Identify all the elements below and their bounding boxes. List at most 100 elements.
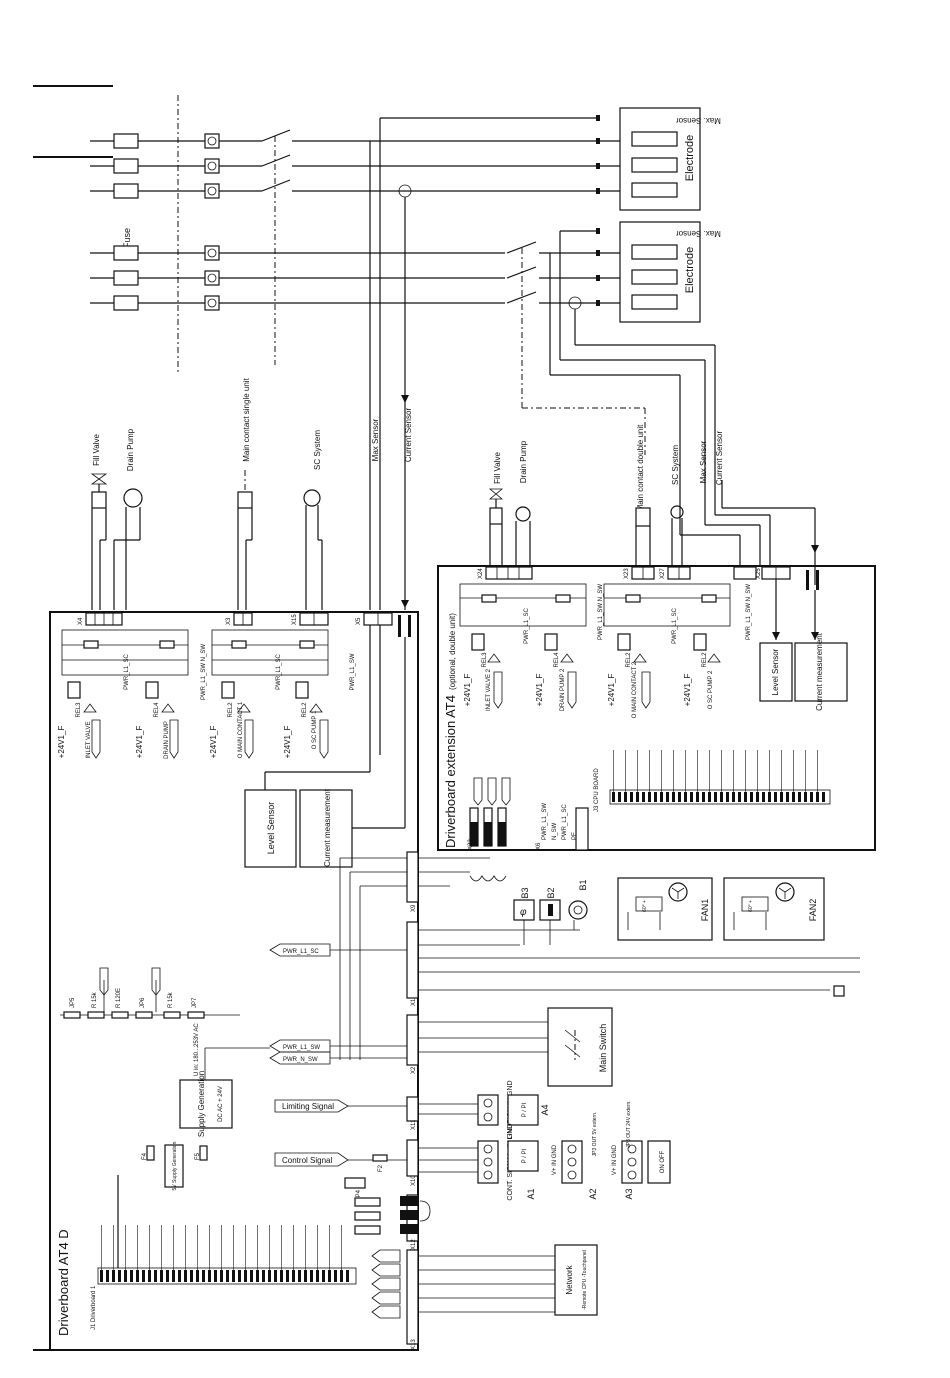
header-pin bbox=[262, 1270, 265, 1282]
header-pin bbox=[672, 792, 675, 802]
header-pin bbox=[112, 1270, 115, 1282]
ext-board-connectors: X24 X23 X27 X25 bbox=[478, 566, 819, 590]
header-pin bbox=[810, 792, 813, 802]
header-pin bbox=[286, 1270, 289, 1282]
svg-text:SC System: SC System bbox=[671, 445, 680, 485]
header-pin bbox=[714, 792, 717, 802]
svg-text:5V Supply Generation: 5V Supply Generation bbox=[172, 1141, 178, 1190]
header-pin bbox=[298, 1270, 301, 1282]
power-lines-group-1 bbox=[90, 95, 620, 610]
header-pin bbox=[798, 792, 801, 802]
header-pin bbox=[292, 1270, 295, 1282]
svg-text:A3: A3 bbox=[624, 1188, 634, 1199]
header-pin bbox=[648, 792, 651, 802]
header-pin bbox=[238, 1270, 241, 1282]
svg-text:(optional, double unit): (optional, double unit) bbox=[448, 613, 457, 690]
header-pin bbox=[160, 1270, 163, 1282]
header-pin bbox=[726, 792, 729, 802]
svg-text:REL4: REL4 bbox=[154, 702, 160, 718]
ext-board-cpu-header: J3 CPU BOARD PWR_L1_SW N_SW PWR_L1_SC PE… bbox=[468, 750, 831, 851]
svg-text:+24V1_F: +24V1_F bbox=[135, 726, 144, 759]
svg-text:PWR_L1_SC: PWR_L1_SC bbox=[562, 804, 568, 840]
header-pin bbox=[708, 792, 711, 802]
header-pin bbox=[666, 792, 669, 802]
main-board-relays: +24V1_F REL3 INLET VALVE +24V1_F REL4 DR… bbox=[57, 629, 356, 759]
header-pin bbox=[250, 1270, 253, 1282]
svg-text:JP4: JP4 bbox=[356, 1189, 362, 1200]
fill-valve-label: Fill Valve bbox=[92, 434, 101, 466]
signal-modules: LIM. SIGN IN GND P / PI A4 CONT. SIGN V+… bbox=[477, 1080, 671, 1201]
header-pin bbox=[696, 792, 699, 802]
svg-text:PWR_L1_SW: PWR_L1_SW bbox=[350, 653, 356, 690]
svg-text:INLET VALVE: INLET VALVE bbox=[86, 721, 92, 758]
main-board-outline bbox=[49, 611, 419, 1351]
header-pin bbox=[612, 792, 615, 802]
network-box: Network -Remote CPU -Touchpanel bbox=[554, 1244, 598, 1316]
control-signal: Control Signal bbox=[282, 1156, 332, 1165]
electrode-title-1: Electrode bbox=[684, 135, 696, 181]
fan-2: FAN2 60° + bbox=[723, 877, 825, 941]
header-pin bbox=[340, 1270, 343, 1282]
header-pin bbox=[678, 792, 681, 802]
header-pin bbox=[654, 792, 657, 802]
current-measurement-main: Current measurement bbox=[323, 788, 332, 867]
header-pin bbox=[774, 792, 777, 802]
svg-text:X15: X15 bbox=[292, 614, 298, 625]
svg-text:F4: F4 bbox=[142, 1152, 148, 1160]
svg-text:DRAIN PUMP 2: DRAIN PUMP 2 bbox=[560, 668, 566, 711]
svg-text:JP3 OUT 24V extern.: JP3 OUT 24V extern. bbox=[626, 1100, 632, 1147]
main-switch: Main Switch bbox=[547, 985, 845, 1087]
svg-text:60° +: 60° + bbox=[748, 900, 754, 912]
svg-text:PWR_L1_SC: PWR_L1_SC bbox=[283, 949, 319, 955]
header-pin bbox=[130, 1270, 133, 1282]
svg-text:A1: A1 bbox=[526, 1188, 536, 1199]
svg-text:ON OFF: ON OFF bbox=[660, 1150, 666, 1173]
header-pin bbox=[280, 1270, 283, 1282]
main-board-feed-labels: Fill Valve Drain Pump Main contact singl… bbox=[92, 377, 413, 471]
header-pin bbox=[124, 1270, 127, 1282]
header-pin bbox=[720, 792, 723, 802]
svg-text:X22: X22 bbox=[468, 839, 474, 850]
svg-text:B3: B3 bbox=[520, 887, 530, 898]
ext-board-outline bbox=[437, 565, 876, 851]
header-pin bbox=[618, 792, 621, 802]
x12-connectors bbox=[400, 1196, 431, 1234]
header-pin bbox=[190, 1270, 193, 1282]
svg-text:A4: A4 bbox=[540, 1104, 550, 1115]
power-lines-group-2: Fuse bbox=[90, 228, 716, 525]
header-pin bbox=[684, 792, 687, 802]
max-sensor-label-1: Max. Sensor bbox=[676, 116, 721, 125]
header-pin bbox=[816, 792, 819, 802]
svg-text:B2: B2 bbox=[546, 887, 556, 898]
header-pin bbox=[202, 1270, 205, 1282]
header-pin bbox=[636, 792, 639, 802]
svg-text:REL2: REL2 bbox=[302, 702, 308, 718]
sensor-components: φ B3 B2 B1 bbox=[469, 875, 588, 945]
ext-board-measurement: Level Sensor Current measurement bbox=[759, 579, 848, 711]
svg-text:PWR_L1_SW: PWR_L1_SW bbox=[283, 1045, 320, 1051]
svg-text:+24V1_F: +24V1_F bbox=[683, 674, 692, 707]
header-pin bbox=[166, 1270, 169, 1282]
main-board-jumpers: JP5 R 15k R 120E JP6 R 15k JP7 JP4 F4 F5… bbox=[60, 967, 388, 1200]
header-pin bbox=[780, 792, 783, 802]
header-pin bbox=[642, 792, 645, 802]
header-pin bbox=[256, 1270, 259, 1282]
fuse-label: Fuse bbox=[122, 228, 132, 248]
fuse-1 bbox=[113, 133, 139, 149]
svg-text:PE: PE bbox=[572, 832, 578, 840]
svg-text:PWR_L1_SW N_SW: PWR_L1_SW N_SW bbox=[598, 584, 604, 640]
svg-text:A2: A2 bbox=[588, 1188, 598, 1199]
fuse-2 bbox=[113, 158, 139, 174]
net-labels: PWR_L1_SC PWR_L1_SW PWR_N_SW bbox=[269, 943, 407, 1065]
header-pin bbox=[346, 1270, 349, 1282]
electrode-block-2: Max. Sensor Electrode bbox=[596, 221, 721, 323]
header-pin bbox=[178, 1270, 181, 1282]
header-pin bbox=[624, 792, 627, 802]
header-pin bbox=[328, 1270, 331, 1282]
main-board-feeds bbox=[90, 470, 323, 610]
header-pin bbox=[244, 1270, 247, 1282]
electrode-block-1: Max. Sensor Electrode bbox=[596, 107, 721, 211]
svg-text:REL4: REL4 bbox=[554, 652, 560, 668]
svg-text:PWR_L1_SW N_SW: PWR_L1_SW N_SW bbox=[201, 644, 207, 700]
svg-text:X24: X24 bbox=[478, 568, 484, 579]
